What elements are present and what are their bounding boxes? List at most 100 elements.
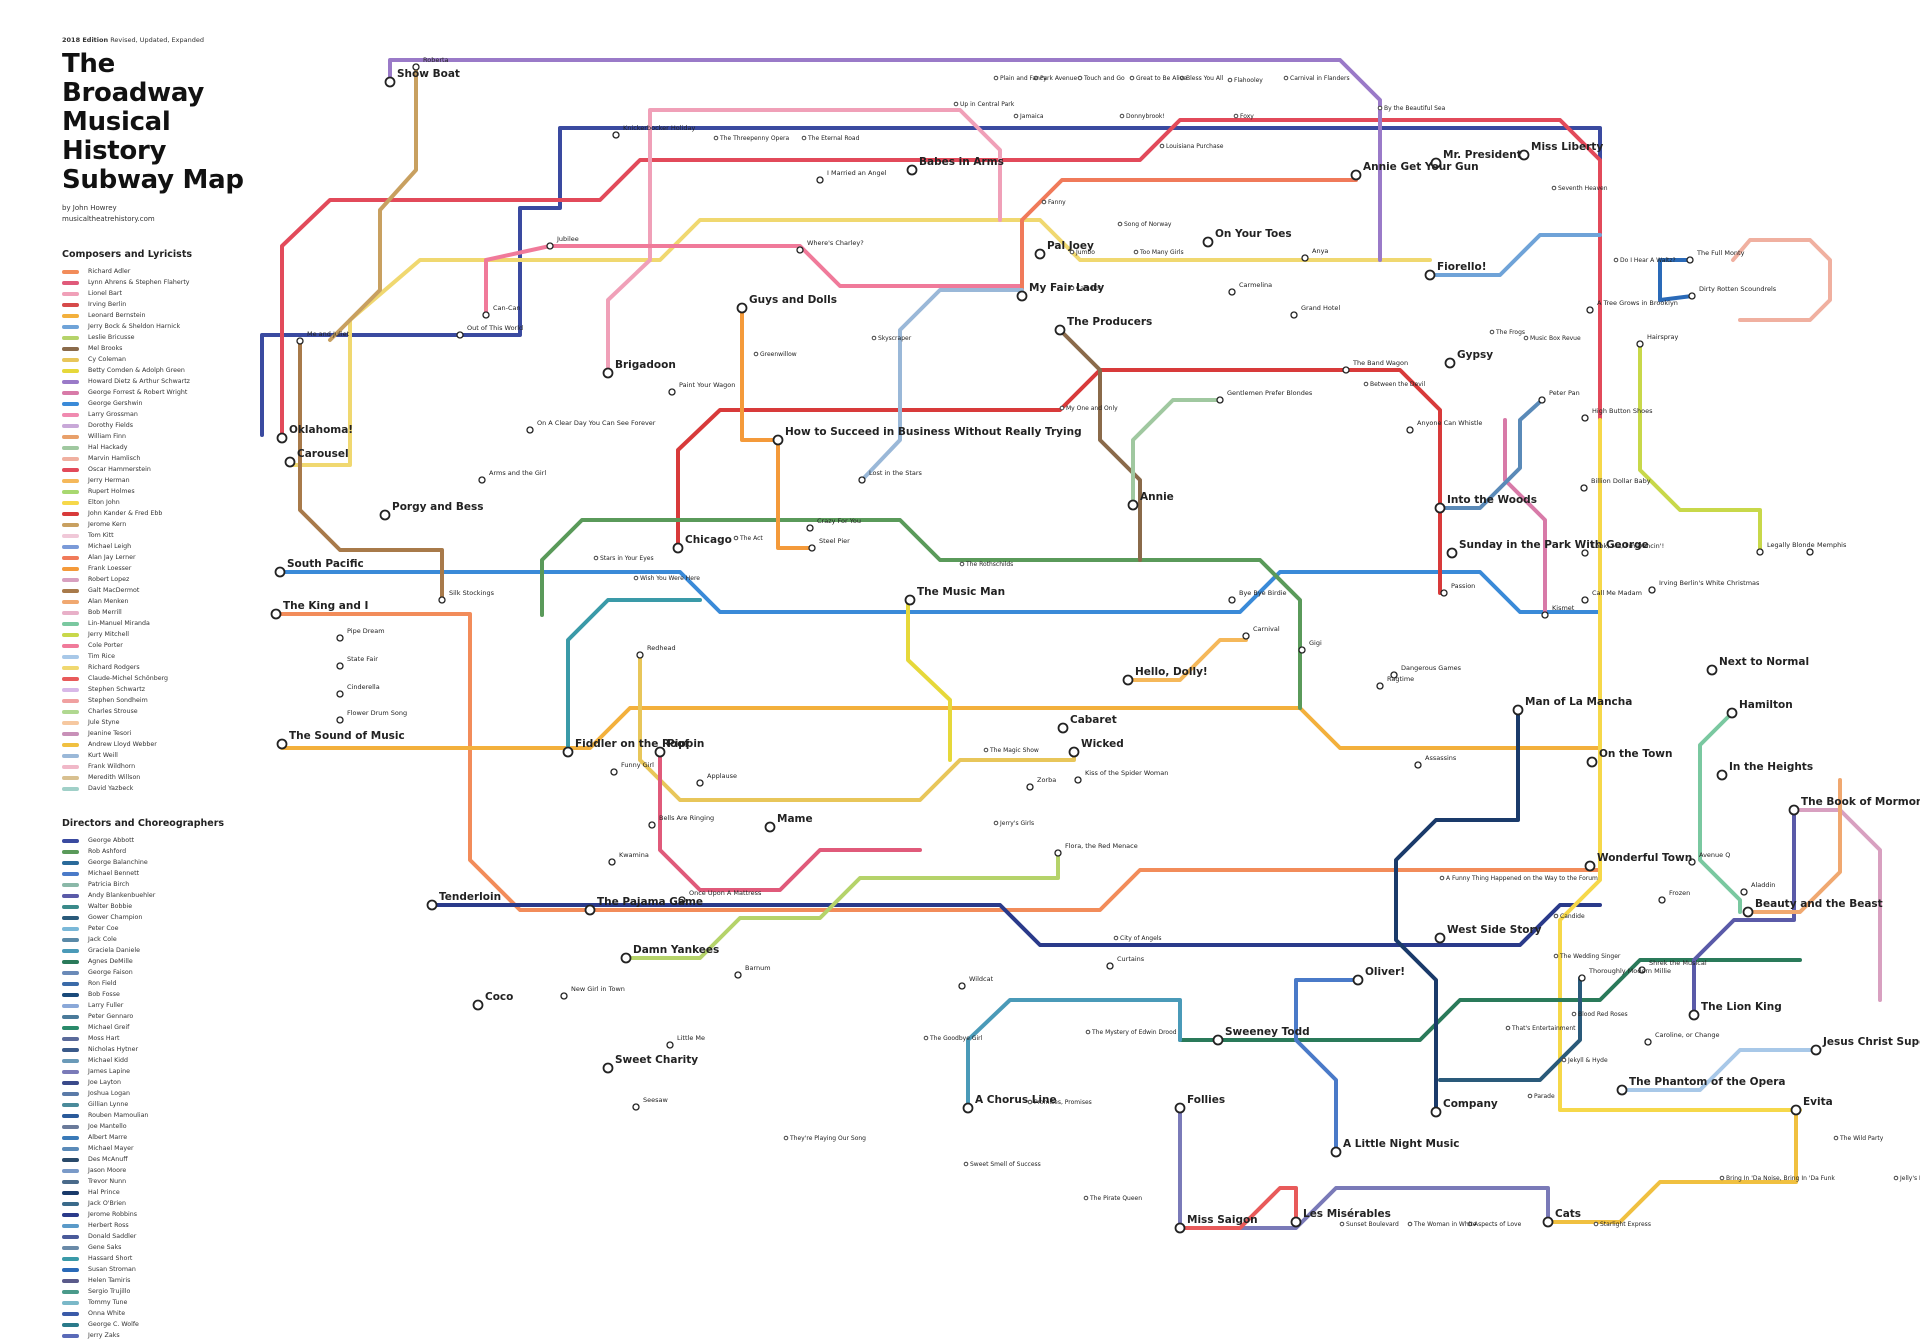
major-station-label[interactable]: Pippin [667,738,704,750]
station-tick[interactable] [753,351,759,357]
station-label[interactable]: Donnybrook! [1126,113,1165,120]
major-station-label[interactable]: Follies [1187,1094,1225,1106]
major-station-marker[interactable] [736,302,748,314]
station-tick[interactable] [1523,335,1529,341]
station-label[interactable]: The Wild Party [1839,1135,1884,1142]
station-label[interactable]: Flahooley [1234,77,1263,84]
station-marker[interactable] [456,331,464,339]
major-station-label[interactable]: Mr. President [1443,149,1522,161]
station-label[interactable]: Lost in the Stars [869,469,923,477]
major-station-marker[interactable] [562,746,574,758]
major-station-marker[interactable] [1127,499,1139,511]
station-tick[interactable] [1117,221,1123,227]
station-label[interactable]: Little Me [677,1034,705,1042]
station-tick[interactable] [1069,285,1075,291]
major-station-label[interactable]: Damn Yankees [633,944,719,956]
major-station-marker[interactable] [384,76,396,88]
station-label[interactable]: Candide [1560,913,1585,920]
station-label[interactable]: The Mystery of Edwin Drood [1091,1029,1177,1036]
station-label[interactable]: The Goodbye Girl [929,1035,983,1042]
station-marker[interactable] [1756,548,1764,556]
station-label[interactable]: Pipe Dream [347,627,385,635]
major-station-marker[interactable] [1688,1009,1700,1021]
station-marker[interactable] [958,982,966,990]
station-label[interactable]: Me and Juliet [307,330,350,338]
station-label[interactable]: Carnival [1253,625,1280,633]
major-station-label[interactable]: On Your Toes [1215,228,1292,240]
station-marker[interactable] [1406,426,1414,434]
major-station-label[interactable]: Into the Woods [1447,494,1537,506]
station-label[interactable]: Great to Be Alive [1136,75,1187,82]
major-station-label[interactable]: Pal Joey [1047,240,1094,252]
station-marker[interactable] [1342,366,1350,374]
major-station-marker[interactable] [426,899,438,911]
station-label[interactable]: Carnival in Flanders [1290,75,1350,82]
station-label[interactable]: The Frogs [1495,329,1525,336]
station-label[interactable]: They're Playing Our Song [789,1135,866,1142]
station-marker[interactable] [636,651,644,659]
station-label[interactable]: Shrek the Musical [1649,959,1707,967]
station-marker[interactable] [608,858,616,866]
major-station-marker[interactable] [602,1062,614,1074]
major-station-label[interactable]: On the Town [1599,748,1673,760]
station-marker[interactable] [632,1103,640,1111]
station-label[interactable]: Skyscraper [878,335,912,342]
major-station-marker[interactable] [284,456,296,468]
station-marker[interactable] [678,896,686,904]
major-station-label[interactable]: Evita [1803,1096,1833,1108]
station-label[interactable]: Louisiana Purchase [1166,143,1224,150]
station-marker[interactable] [412,63,420,71]
station-marker[interactable] [1638,966,1646,974]
station-label[interactable]: Once Upon A Mattress [689,889,762,897]
station-label[interactable]: Steel Pier [819,537,850,545]
station-marker[interactable] [336,716,344,724]
station-label[interactable]: That's Entertainment [1511,1025,1576,1032]
major-station-marker[interactable] [1212,1034,1224,1046]
station-marker[interactable] [612,131,620,139]
major-station-marker[interactable] [1350,169,1362,181]
station-tick[interactable] [1159,143,1165,149]
major-station-label[interactable]: Fiddler on the Roof [575,738,689,750]
station-marker[interactable] [1644,1038,1652,1046]
major-station-marker[interactable] [1057,722,1069,734]
major-station-label[interactable]: Tenderloin [439,891,501,903]
major-station-label[interactable]: Guys and Dolls [749,294,837,306]
station-marker[interactable] [478,476,486,484]
station-label[interactable]: Aladdin [1751,881,1775,889]
station-label[interactable]: The Pirate Queen [1089,1195,1142,1202]
station-marker[interactable] [806,524,814,532]
major-station-marker[interactable] [1290,1216,1302,1228]
major-station-label[interactable]: Carousel [297,448,349,460]
major-station-marker[interactable] [270,608,282,620]
major-station-label[interactable]: How to Succeed in Business Without Reall… [785,426,1082,438]
station-tick[interactable] [963,1161,969,1167]
station-marker[interactable] [438,596,446,604]
major-station-label[interactable]: Annie Get Your Gun [1363,161,1479,173]
station-label[interactable]: Call Me Madam [1592,589,1642,597]
major-station-marker[interactable] [1068,746,1080,758]
station-tick[interactable] [983,747,989,753]
station-label[interactable]: Paint Your Wagon [679,381,735,389]
station-label[interactable]: Kismet [1552,604,1575,612]
station-label[interactable]: Park Avenue [1040,75,1077,82]
station-tick[interactable] [593,555,599,561]
major-station-marker[interactable] [276,738,288,750]
major-station-marker[interactable] [1444,357,1456,369]
major-station-marker[interactable] [472,999,484,1011]
website-link[interactable]: musicaltheatrehistory.com [62,215,155,223]
major-station-marker[interactable] [1790,1104,1802,1116]
major-station-marker[interactable] [1716,769,1728,781]
major-station-label[interactable]: Hamilton [1739,699,1793,711]
station-label[interactable]: Knickerbocker Holiday [623,124,695,132]
major-station-marker[interactable] [1742,906,1754,918]
station-tick[interactable] [1033,75,1039,81]
station-tick[interactable] [1527,1093,1533,1099]
station-marker[interactable] [1026,783,1034,791]
station-marker[interactable] [1106,962,1114,970]
station-label[interactable]: My One and Only [1066,405,1118,412]
station-label[interactable]: Passion [1451,582,1475,590]
station-label[interactable]: Out of This World [467,324,523,332]
station-label[interactable]: Caroline, or Change [1655,1031,1720,1039]
station-label[interactable]: Anya [1312,247,1328,255]
major-station-label[interactable]: Oklahoma! [289,424,353,436]
